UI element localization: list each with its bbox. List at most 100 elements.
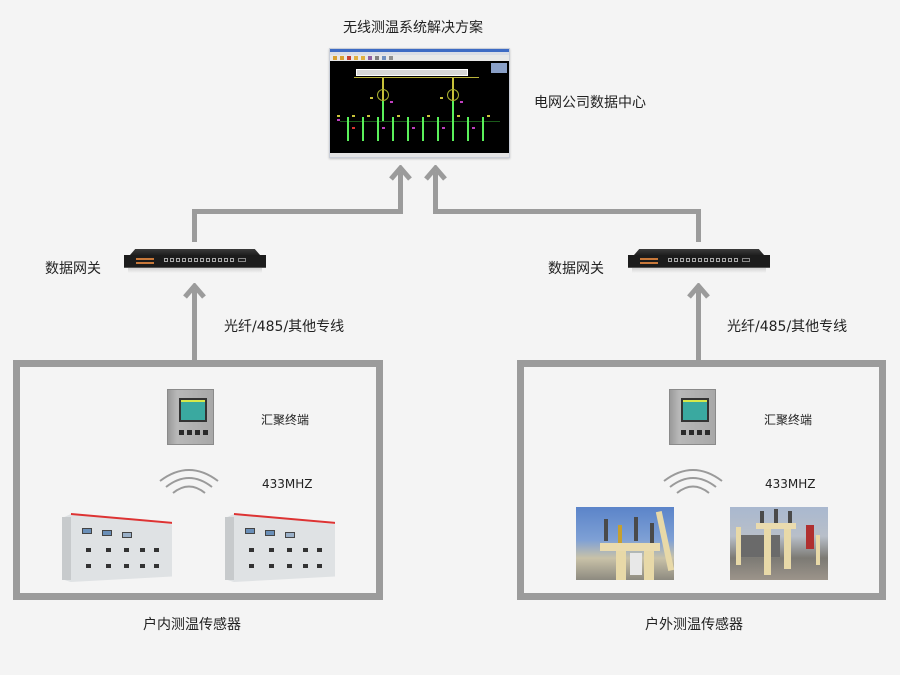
feeder-line [347,117,349,141]
switch-port [728,258,732,262]
equipment-housing [630,553,642,575]
support-beam [756,523,796,529]
feeder-line [437,117,439,141]
feeder-line [392,117,394,141]
toolbar-icon [389,56,393,60]
measurement-label [442,127,445,129]
cabinet-side [62,517,71,580]
switch-port [710,258,714,262]
cabinet-side [225,517,234,580]
switch-port [716,258,720,262]
switch-port [734,258,738,262]
cabinet-meter [285,532,295,538]
support-pillar [816,535,820,565]
switch-port [176,258,180,262]
switchgear-cabinet [62,508,172,583]
measurement-label [370,97,373,99]
measurement-label [390,101,393,103]
terminal-button [689,430,694,435]
cabinet-window [106,548,111,552]
cabinet-window [287,564,292,568]
cabinet-meter [245,528,255,534]
cabinet-body [225,514,335,582]
insulator [618,525,622,543]
switch-port [692,258,696,262]
support-pillar [736,527,741,565]
switch-port [206,258,210,262]
arrow-shaft-right [433,172,438,214]
frequency-label-outdoor: 433MHZ [765,477,816,491]
terminal-button [705,430,710,435]
equipment-red [806,525,814,549]
switch-port [230,258,234,262]
cabinet-window [317,564,322,568]
measurement-label [412,127,415,129]
measurement-label [352,115,355,117]
terminal-button [187,430,192,435]
monitor-dialog [356,69,468,76]
feeder-line [382,101,384,121]
switch-port [164,258,168,262]
switch-port [194,258,198,262]
gateway-switch-left [124,249,266,273]
cabinet-window [86,564,91,568]
connector-left-horizontal [192,209,403,214]
transformer-symbol [447,89,459,101]
site-caption-indoor: 户内测温传感器 [143,617,241,633]
cabinet-window [303,564,308,568]
measurement-label [457,115,460,117]
arrow-up-icon [389,165,412,181]
feeder-line [377,117,379,141]
busbar [354,77,479,78]
measurement-label [440,97,443,99]
data-center-label: 电网公司数据中心 [534,95,646,111]
switch-port [182,258,186,262]
cabinet-window [269,548,274,552]
support-pillar [616,551,626,580]
feeder-line [452,101,454,121]
switch-led [136,258,154,260]
arrow-up-icon [424,165,447,181]
cabinet-window [287,548,292,552]
switch-port [200,258,204,262]
insulator [774,509,778,525]
terminal-screen [681,398,709,422]
switch-reflection [128,268,262,273]
switch-led [640,262,658,264]
support-pillar [764,529,771,575]
terminal-button [697,430,702,435]
switch-sfp-port [742,258,750,262]
feeder-line [467,117,469,141]
terminal-button [179,430,184,435]
arrow-shaft-left [398,172,403,214]
cabinet-window [154,564,159,568]
monitor-status-bar [330,153,509,157]
insulator [788,511,792,525]
toolbar-icon [368,56,372,60]
diagram-title: 无线测温系统解决方案 [343,20,483,36]
wireless-signal-icon [663,469,723,494]
support-pole [655,511,674,571]
feeder-line [362,117,364,141]
switch-face [628,255,770,268]
data-center-monitor [329,48,510,158]
cabinet-meter [122,532,132,538]
arrow-up-icon [183,283,206,299]
toolbar-icon [375,56,379,60]
toolbar-icon [333,56,337,60]
transformer-body [740,535,780,557]
cabinet-window [249,548,254,552]
transformer-symbol [377,89,389,101]
measurement-label [367,115,370,117]
cabinet-window [140,548,145,552]
cabinet-meter [102,530,112,536]
measurement-label [337,115,340,117]
toolbar-icon [354,56,358,60]
switch-sfp-port [238,258,246,262]
switch-port [722,258,726,262]
feeder-line [482,117,484,141]
link-label-left: 光纤/485/其他专线 [224,319,345,335]
switch-top [130,249,260,255]
terminal-label-outdoor: 汇聚终端 [764,413,813,427]
terminal-screen [179,398,207,422]
